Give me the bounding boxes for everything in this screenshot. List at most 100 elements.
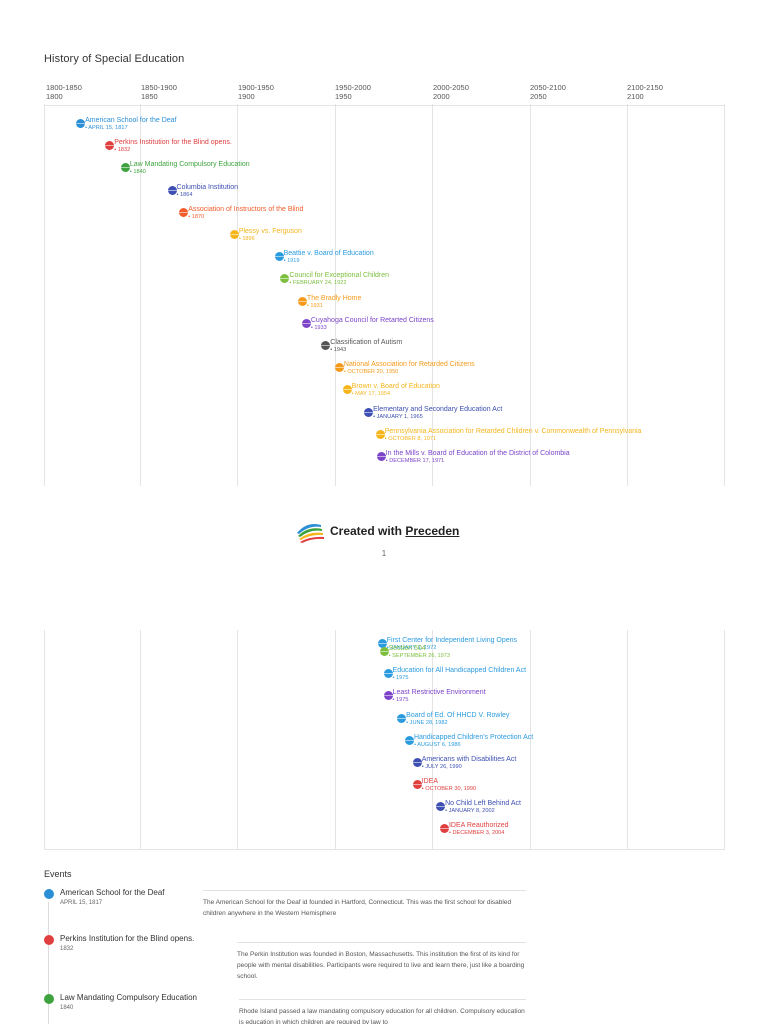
event-dot-icon — [44, 935, 54, 945]
gridline — [44, 104, 45, 486]
event-date: • OCTOBER 30, 1990 — [421, 786, 477, 792]
event-marker-icon — [280, 274, 290, 284]
event-marker-icon — [321, 341, 331, 350]
event-dot-icon — [44, 889, 54, 899]
event-name: Association of Instructors of the Blind — [188, 205, 304, 213]
gridline — [627, 630, 628, 850]
event-marker-icon — [334, 363, 344, 373]
event-name: Handicapped Children's Protection Act — [413, 734, 534, 741]
event-detail-description: Rhode Island passed a law mandating comp… — [239, 1008, 525, 1024]
event-name: American School for the Deaf — [85, 117, 177, 124]
event-date: • OCTOBER 20, 1950 — [343, 369, 399, 376]
axis-year: 1900 — [238, 92, 255, 101]
event-detail-name: Law Mandating Compulsory Education — [60, 993, 197, 1002]
event-name: Board of Ed. Of HHCD V. Rowley — [406, 712, 510, 719]
event-marker-icon — [76, 119, 86, 128]
event-marker-icon — [297, 296, 307, 306]
event-name: IDEA — [421, 778, 439, 785]
event-name: Elementary and Secondary Education Act — [373, 405, 503, 413]
event-marker-icon — [436, 802, 446, 811]
event-detail-name: American School for the Deaf — [60, 888, 165, 897]
gridline — [237, 630, 238, 850]
event-marker-icon — [379, 647, 389, 656]
event-marker-icon — [375, 429, 385, 439]
event-name: Brown v. Board of Education — [351, 383, 440, 391]
event-marker-icon — [412, 780, 422, 789]
gridline — [335, 104, 336, 486]
preceden-logo-icon — [297, 524, 324, 543]
event-name: In the Mills v. Board of Education of th… — [385, 450, 570, 457]
gridline — [432, 104, 433, 486]
event-date: • 1896 — [238, 236, 255, 242]
event-marker-icon — [167, 185, 177, 195]
event-date: • FEBRUARY 24, 1922 — [289, 280, 347, 287]
event-name: Council for Exceptional Children — [289, 272, 390, 280]
event-name: Beattie v. Board of Education — [283, 250, 374, 258]
gridline — [237, 104, 238, 486]
event-date: • 1975 — [392, 697, 409, 703]
event-detail-rule — [239, 999, 526, 1000]
gridline — [140, 104, 141, 486]
event-date: • SEPTEMBER 26, 1973 — [388, 653, 450, 659]
event-name: Section 504 — [388, 645, 426, 652]
event-marker-icon — [397, 714, 407, 723]
event-date: • JANUARY 1, 1965 — [373, 413, 423, 420]
event-date: • OCTOBER 8, 1971 — [384, 435, 437, 442]
event-marker-icon — [120, 163, 130, 173]
page-title: History of Special Education — [44, 53, 185, 65]
event-date: • APRIL 15, 1817 — [85, 125, 128, 131]
events-heading: Events — [44, 869, 72, 879]
axis-range: 2050-2100 — [530, 83, 566, 92]
timeline-baseline — [44, 105, 724, 106]
event-marker-icon — [376, 452, 386, 461]
event-date: • 1933 — [310, 324, 327, 331]
event-name: The Bradly Home — [306, 294, 362, 302]
event-marker-icon — [105, 141, 115, 151]
axis-range: 2100-2150 — [627, 83, 663, 92]
event-name: Classification of Autism — [330, 339, 403, 346]
event-name: Americans with Disabilities Act — [421, 756, 517, 763]
event-date: • DECEMBER 17, 1971 — [385, 458, 445, 464]
event-name: Least Restrictive Environment — [392, 689, 486, 696]
event-detail-date: 1832 — [60, 946, 74, 952]
event-detail-row[interactable]: Perkins Institution for the Blind opens.… — [44, 934, 526, 980]
event-date: • 1943 — [330, 347, 347, 353]
event-name: National Association for Retarded Citize… — [343, 361, 475, 369]
event-date: • MAY 17, 1954 — [351, 391, 391, 398]
axis-range: 1950-2000 — [335, 83, 371, 92]
event-date: • JANUARY 1, 1972 — [386, 645, 437, 651]
event-date: • 1931 — [306, 302, 323, 309]
events-spine — [48, 902, 49, 1024]
event-name: No Child Left Behind Act — [445, 800, 521, 807]
axis-year: 1800 — [46, 92, 63, 101]
event-marker-icon — [301, 318, 311, 328]
event-date: • JANUARY 8, 2002 — [445, 808, 495, 814]
event-detail-rule — [203, 890, 526, 891]
event-detail-rule — [237, 942, 526, 943]
event-marker-icon — [229, 230, 239, 239]
event-marker-icon — [364, 407, 374, 417]
event-detail-description: The Perkin Institution was founded in Bo… — [237, 951, 525, 980]
axis-year: 1850 — [141, 92, 158, 101]
preceden-brand-link[interactable]: Preceden — [405, 524, 460, 538]
gridline — [724, 104, 725, 486]
event-date: • 1919 — [283, 258, 300, 265]
event-detail-description: The American School for the Deaf id foun… — [203, 899, 512, 917]
event-date: • JUNE 28, 1982 — [406, 720, 448, 726]
event-dot-icon — [44, 994, 54, 1004]
event-marker-icon — [377, 639, 387, 648]
event-marker-icon — [439, 824, 449, 833]
created-with-text[interactable]: Created with Preceden — [330, 524, 460, 538]
preceden-footer: Created with Preceden — [0, 517, 768, 543]
event-marker-icon — [342, 385, 352, 395]
event-marker-icon — [274, 252, 284, 262]
event-marker-icon — [383, 691, 393, 700]
axis-range: 2000-2050 — [433, 83, 469, 92]
event-name: Columbia Institution — [176, 183, 239, 191]
